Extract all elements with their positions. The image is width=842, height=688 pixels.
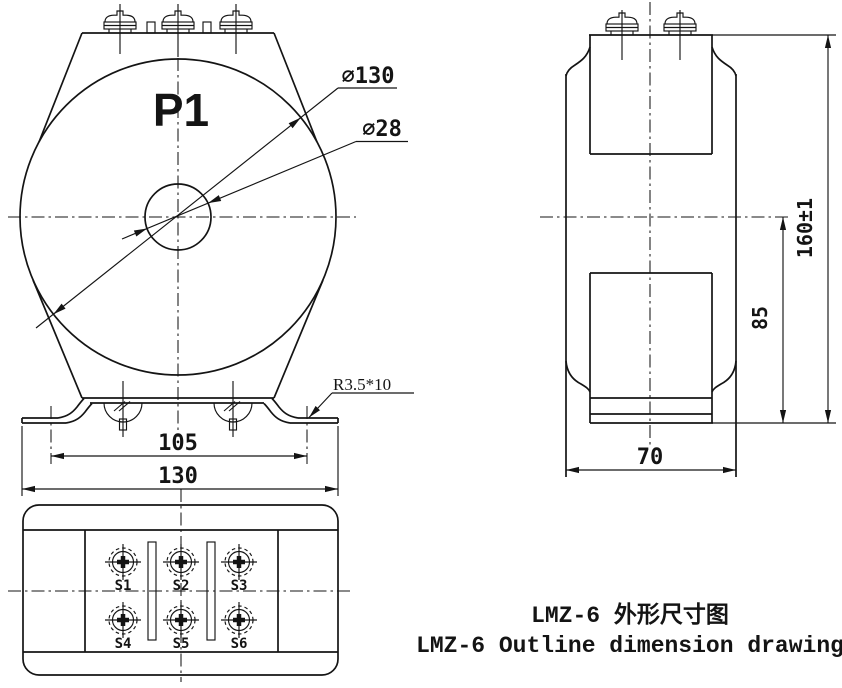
terminal-box-outline: [22, 504, 339, 676]
fixing-screw: [103, 4, 137, 54]
terminal-post: [146, 21, 156, 34]
terminal-s3: S3: [221, 544, 257, 594]
body-height-dimension: 85: [748, 217, 787, 423]
terminal-label: S1: [115, 578, 132, 594]
base-screw: [213, 381, 253, 437]
body-height-label: 85: [748, 306, 772, 330]
bottom-view: S1 S2 S3 S4: [8, 489, 354, 682]
terminal-label: S4: [115, 636, 132, 652]
fixing-screw: [161, 4, 195, 57]
terminal-s4: S4: [105, 602, 141, 652]
terminal-post: [202, 21, 212, 34]
mounting-bracket: [21, 397, 339, 424]
depth-label: 70: [637, 445, 664, 470]
fixing-screw: [663, 10, 697, 60]
outer-diameter-dimension: ∅130: [35, 64, 397, 329]
depth-dimension: 70: [566, 445, 736, 474]
inner-diameter-dimension: ∅28: [121, 117, 408, 240]
base-width-dimension: 130: [21, 426, 339, 496]
overall-height-label: 160±1: [793, 198, 817, 258]
slot-note-label: R3.5*10: [333, 375, 391, 394]
title-block: LMZ-6 外形尺寸图 LMZ-6 Outline dimension draw…: [416, 601, 842, 659]
hole-spacing-label: 105: [158, 431, 198, 456]
terminal-label: S5: [173, 636, 190, 652]
p1-label: P1: [153, 84, 209, 136]
title-cn: LMZ-6 外形尺寸图: [531, 601, 729, 629]
terminal-label: S6: [231, 636, 248, 652]
terminal-s6: S6: [221, 602, 257, 652]
fixing-screw: [605, 10, 639, 60]
fixing-screw: [219, 4, 253, 54]
terminal-label: S3: [231, 578, 248, 594]
title-en: LMZ-6 Outline dimension drawing: [416, 633, 842, 659]
inner-diameter-label: ∅28: [362, 117, 402, 142]
outer-diameter-label: ∅130: [342, 64, 395, 89]
hole-spacing-dimension: 105: [51, 431, 307, 460]
overall-height-dimension: 160±1: [793, 35, 832, 423]
front-view: P1 ∅130 ∅28 R3.5*10 105: [8, 4, 414, 496]
base-screw: [103, 381, 143, 437]
side-view: 160±1 85 70: [540, 2, 836, 477]
base-width-label: 130: [158, 464, 198, 489]
slot-note-leader: R3.5*10: [308, 375, 414, 418]
terminal-s1: S1: [105, 544, 141, 594]
